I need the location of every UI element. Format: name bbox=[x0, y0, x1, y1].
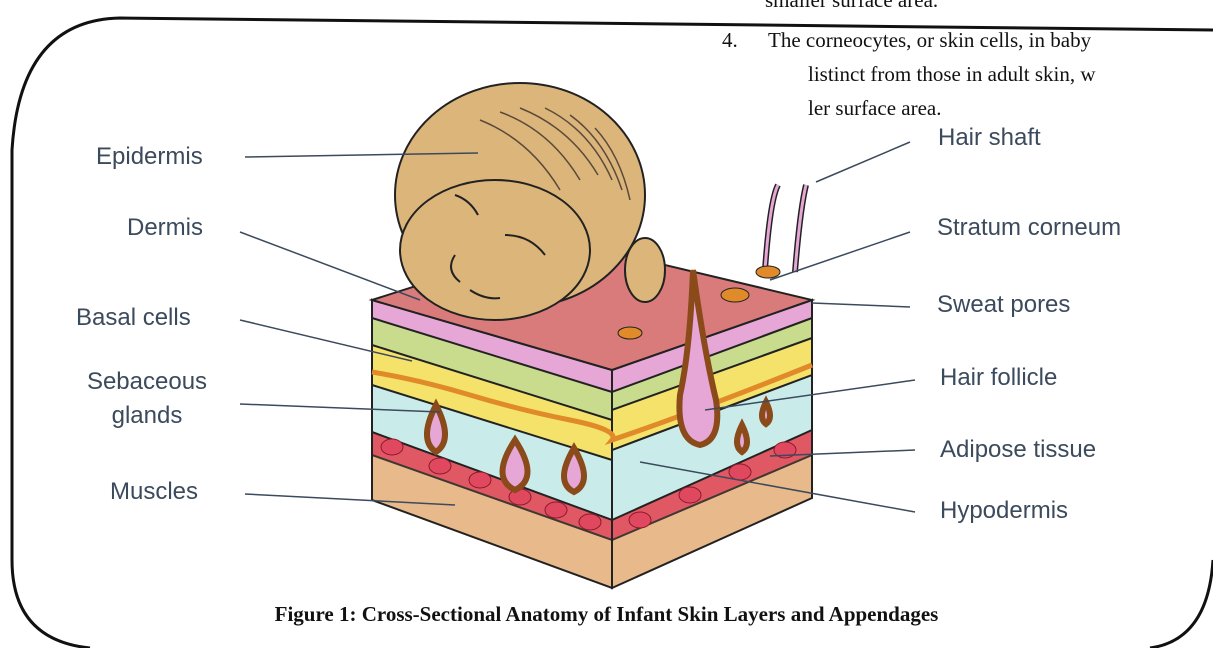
leader-hair-follicle bbox=[705, 380, 915, 410]
label-hair-follicle: Hair follicle bbox=[940, 364, 1057, 392]
label-sebaceous-glands-line2: glands bbox=[72, 402, 222, 430]
leader-sweat-pores bbox=[812, 303, 910, 307]
label-stratum-corneum: Stratum corneum bbox=[937, 214, 1121, 242]
label-hair-shaft: Hair shaft bbox=[938, 124, 1041, 152]
label-adipose-tissue: Adipose tissue bbox=[940, 436, 1096, 464]
leader-sebaceous bbox=[240, 404, 440, 412]
figure-caption: Figure 1: Cross-Sectional Anatomy of Inf… bbox=[0, 602, 1213, 627]
leader-hypodermis bbox=[640, 462, 915, 512]
label-sebaceous-glands-line1: Sebaceous bbox=[72, 368, 222, 396]
label-sweat-pores: Sweat pores bbox=[937, 291, 1070, 319]
leader-muscles bbox=[245, 494, 455, 505]
leader-adipose bbox=[770, 450, 915, 456]
label-dermis: Dermis bbox=[127, 214, 203, 242]
leader-epidermis bbox=[245, 153, 478, 157]
leader-hair-shaft bbox=[816, 142, 910, 182]
label-hypodermis: Hypodermis bbox=[940, 497, 1068, 525]
label-basal-cells: Basal cells bbox=[76, 304, 191, 332]
leader-stratum-corneum bbox=[770, 232, 910, 280]
label-epidermis: Epidermis bbox=[96, 143, 203, 171]
leader-basal-cells bbox=[240, 320, 412, 361]
label-muscles: Muscles bbox=[110, 478, 198, 506]
leader-dermis bbox=[240, 232, 420, 300]
